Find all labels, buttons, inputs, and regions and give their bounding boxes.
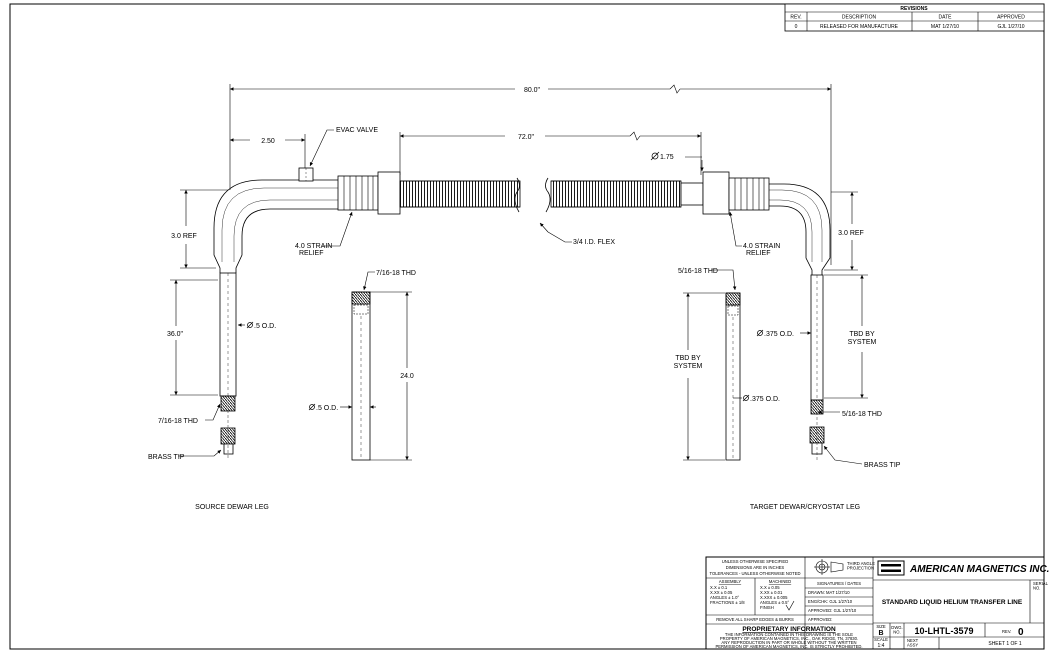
label-brass-tip-right: BRASS TIP [864,462,901,469]
label-evac-valve: EVAC VALVE [336,127,378,134]
sheet-border [9,3,1045,650]
mach-row-4: ANGLES ± 0.5° [760,600,789,605]
asm-row-1: X.X ± 0.1 [710,585,728,590]
asm-row-3: ANGLES ± 1.0° [710,595,739,600]
drawing-title: STANDARD LIQUID HELIUM TRANSFER LINE [882,599,1023,606]
dwg-number: 10-LHTL-3579 [914,626,973,636]
sig-approved-by: APPROVED: GJL 1/27/10 [808,608,857,613]
mach-row-1: X.X ± 0.05 [760,585,780,590]
proprietary-text: THE INFORMATION CONTAINED IN THIS DRAWIN… [715,632,862,649]
label-od-5-left: .5 O.D. [254,323,276,330]
company-logo-icon [877,560,905,576]
rev-cell-rev: 0 [795,24,798,30]
revisions-table: REVISIONS REV. DESCRIPTION DATE APPROVED… [784,3,1045,32]
company-name: AMERICAN MAGNETICS INC. [909,564,1049,575]
dwg-label: DWG.NO. [891,625,902,635]
dim-offset: 2.50 [261,138,275,145]
label-thd-516-mid: 5/16-18 THD [678,268,718,275]
rev-cell-date: MAT 1/27/10 [931,24,959,30]
sig-eng: ENG/CHK: GJL 1/27/10 [808,599,853,604]
dim-leg-24: 24.0 [400,373,414,380]
label-od-5-mid: .5 O.D. [316,405,338,412]
dim-flex-span: 72.0" [518,134,535,141]
left-thread [220,395,236,412]
dim-overall: 80.0" [524,87,541,94]
rev-header-description: DESCRIPTION [842,15,877,21]
dia-symbol-175 [650,151,660,161]
rev-label: REV. [1002,629,1011,634]
scale-value: 1:4 [878,643,885,649]
label-thd-716-left: 7/16-18 THD [158,418,198,425]
finish-symbol [785,600,795,611]
projection-symbol-icon [814,559,844,575]
dim-left-ref: 3.0 REF [171,233,197,240]
right-flex-hose [550,180,682,208]
caption-source-leg: SOURCE DEWAR LEG [195,504,269,511]
size-label: SIZE [876,624,886,629]
left-tube-assembly [213,167,521,460]
mach-row-3: X.XXX ± 0.005 [760,595,788,600]
rev-cell-description: RELEASED FOR MANUFACTURE [820,24,899,30]
rev-header-rev: REV. [790,15,801,21]
dia-symbols [246,321,764,411]
left-coupling-nut [377,171,401,215]
revisions-title: REVISIONS [900,6,928,12]
rev-header-date: DATE [939,15,953,21]
label-thd-716-mid: 7/16-18 THD [376,270,416,277]
sheet-number: SHEET 1 OF 1 [988,641,1021,647]
size-value: B [878,630,883,637]
signatures-heading: SIGNATURES / DATES [817,581,861,586]
dim-dia-175: 1.75 [660,154,674,161]
mach-row-5: FINISH [760,605,774,610]
left-elbow [213,179,338,273]
right-elbow [769,183,831,275]
label-od-375-mid: .375 O.D. [750,396,780,403]
left-strain-relief [337,175,379,211]
middle-detail-tubes [351,291,741,461]
label-od-375-right: .375 O.D. [764,331,794,338]
asm-row-2: X.XX ± 0.05 [710,590,733,595]
sig-drawn: DRAWN: MAT 1/27/10 [808,590,850,595]
caption-target-leg: TARGET DEWAR/CRYOSTAT LEG [750,504,860,511]
mach-row-2: X.XX ± 0.01 [760,590,783,595]
machined-heading: MACHINED [769,579,791,584]
right-coupling-nut [702,171,730,215]
sig-approved: APPROVED: [808,617,832,622]
right-tube-assembly [545,171,831,460]
asm-row-4: FRACTIONS ± 1/8 [710,600,745,605]
dim-right-ref: 3.0 REF [838,230,864,237]
leader-lines [178,129,863,465]
scale-label: SCALE [874,637,888,642]
right-strain-relief [728,177,770,211]
rev-cell-approved: GJL 1/27/10 [997,24,1024,30]
assembly-heading: ASSEMBLY [719,579,741,584]
label-brass-tip-left: BRASS TIP [148,454,185,461]
dim-left-leg: 36.0" [167,331,184,338]
label-thd-516-right: 5/16-18 THD [842,411,882,418]
left-flex-hose [399,180,521,208]
tolerances-heading: UNLESS OTHERWISE SPECIFIED [722,559,788,564]
remove-edges-note: REMOVE ALL SHARP EDGES & BURRS [716,617,794,622]
tolerances-heading-line3: TOLERANCES - UNLESS OTHERWISE NOTED [709,571,800,576]
title-block: UNLESS OTHERWISE SPECIFIED DIMENSIONS AR… [705,556,1049,650]
rev-header-approved: APPROVED [997,15,1025,21]
dimension-lines [170,84,868,461]
label-flex: 3/4 I.D. FLEX [573,239,615,246]
proprietary-title: PROPRIETARY INFORMATION [742,626,836,633]
rev-value: 0 [1018,627,1024,638]
tolerances-heading-line2: DIMENSIONS ARE IN INCHES [726,565,785,570]
